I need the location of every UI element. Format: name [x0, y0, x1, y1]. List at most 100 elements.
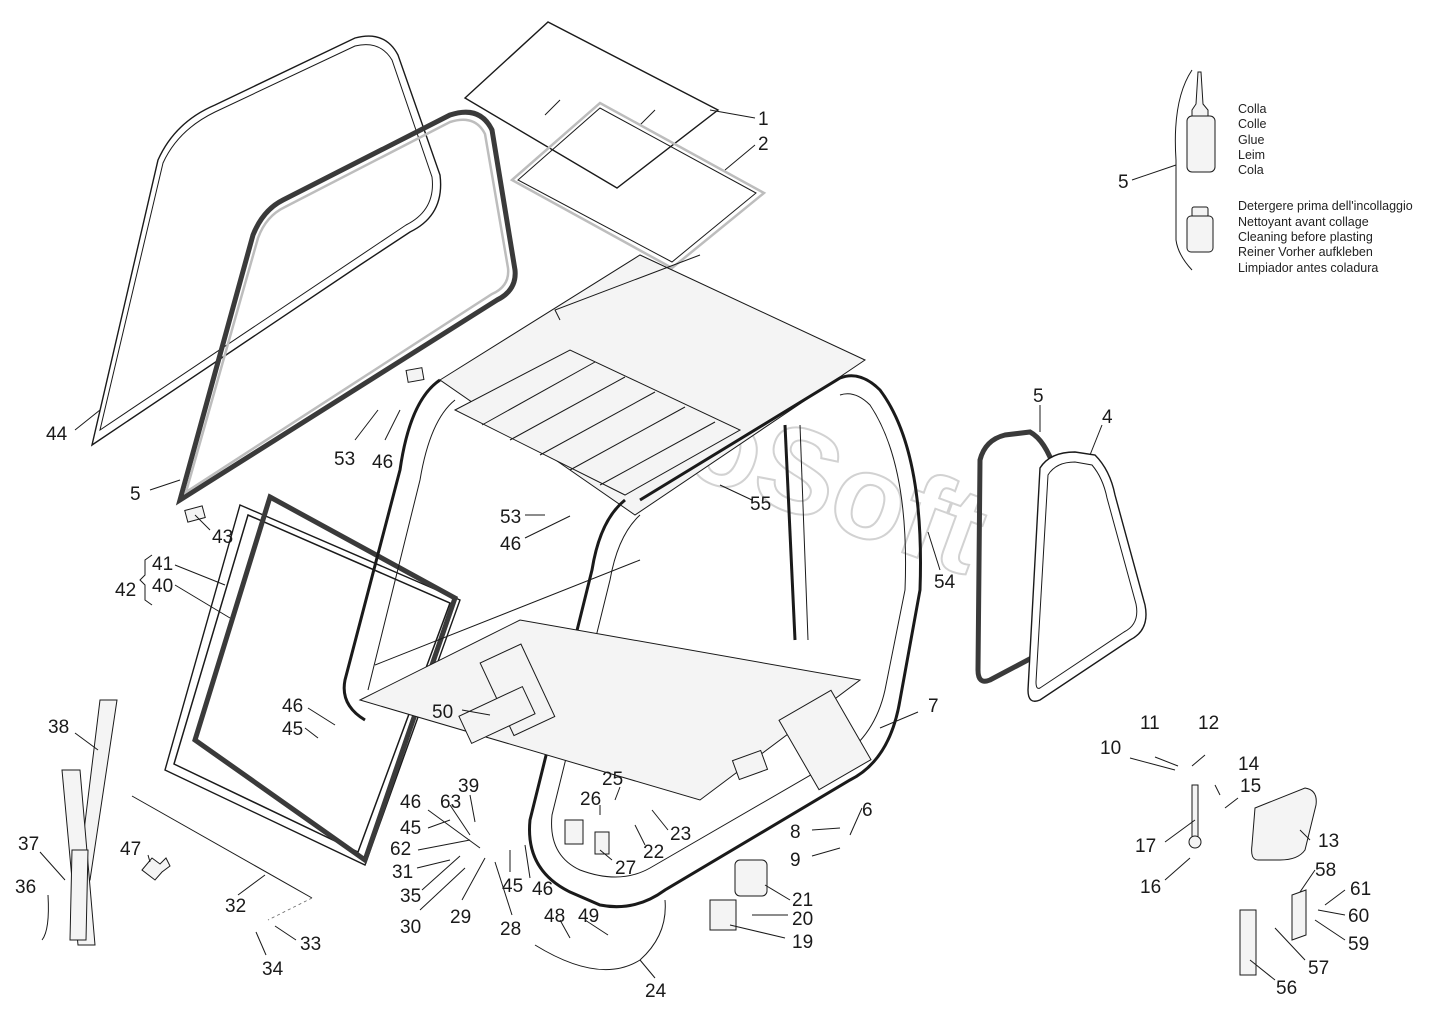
callout-54: 54: [934, 572, 956, 593]
callout-16: 16: [1140, 877, 1161, 898]
glue-label-fr: Colle: [1238, 117, 1267, 131]
cleaner-label-it: Detergere prima dell'incollaggio: [1238, 199, 1413, 213]
callout-46-lower: 46: [500, 534, 521, 555]
callout-34: 34: [262, 959, 284, 980]
bracket-58: [1291, 889, 1307, 941]
callout-17: 17: [1135, 836, 1156, 857]
callout-5-right: 5: [1033, 386, 1044, 407]
callout-53-upper: 53: [334, 449, 355, 470]
callout-4: 4: [1102, 407, 1113, 428]
callout-2: 2: [758, 134, 769, 155]
callout-50: 50: [432, 702, 453, 723]
callout-30: 30: [400, 917, 421, 938]
leader-lines: [39, 109, 1346, 981]
hose-24: [534, 899, 666, 971]
wiper-assembly: [41, 699, 118, 946]
callout-47: 47: [120, 839, 141, 860]
seal-clip-b: [184, 505, 206, 523]
callout-5-left: 5: [130, 484, 141, 505]
door-glass: [164, 493, 461, 866]
callout-6: 6: [862, 800, 873, 821]
callout-21: 21: [792, 890, 813, 911]
callout-39: 39: [458, 776, 479, 797]
callout-15: 15: [1240, 776, 1261, 797]
callout-labels: 1 2 5 4 44 5 43 41 42 40 53 46 53 46 55 …: [15, 109, 1371, 1002]
callout-38: 38: [48, 717, 69, 738]
callout-45-low: 45: [502, 876, 523, 897]
wiper-motor: [141, 857, 171, 881]
callout-44: 44: [46, 424, 68, 445]
callout-60: 60: [1348, 906, 1369, 927]
callout-59: 59: [1348, 934, 1369, 955]
callout-43: 43: [212, 527, 233, 548]
callout-46-low: 46: [532, 879, 553, 900]
roof-seal: [509, 101, 767, 270]
callout-62: 62: [390, 839, 411, 860]
glue-legend: 5 Colla Colle Glue Leim Cola Detergere p…: [1118, 69, 1413, 275]
cleaner-label-es: Limpiador antes coladura: [1238, 261, 1378, 275]
callout-41: 41: [152, 554, 173, 575]
glue-label-de: Leim: [1238, 148, 1265, 162]
glue-label-en: Glue: [1238, 133, 1264, 147]
reservoir-21: [734, 859, 768, 897]
callout-27: 27: [615, 858, 636, 879]
washer-rod: [131, 795, 313, 899]
bracket-56: [1239, 909, 1257, 976]
callout-23: 23: [670, 824, 691, 845]
callout-10: 10: [1100, 738, 1121, 759]
callout-19: 19: [792, 932, 813, 953]
callout-46-upper: 46: [372, 452, 393, 473]
cleaner-label-fr: Nettoyant avant collage: [1238, 215, 1369, 229]
seal-clip-a: [405, 367, 425, 383]
cleaner-label-en: Cleaning before plasting: [1238, 230, 1373, 244]
callout-35: 35: [400, 886, 421, 907]
callout-55: 55: [750, 494, 771, 515]
callout-57: 57: [1308, 958, 1329, 979]
callout-14: 14: [1238, 754, 1260, 775]
callout-46-mid: 46: [400, 792, 421, 813]
callout-32: 32: [225, 896, 246, 917]
roof-glass: [463, 21, 720, 189]
callout-33: 33: [300, 934, 321, 955]
callout-1: 1: [758, 109, 769, 130]
callout-46-door: 46: [282, 696, 303, 717]
callout-24: 24: [645, 981, 667, 1002]
callout-7: 7: [928, 696, 939, 717]
cover-plate-13: [1251, 787, 1317, 861]
left-side-glass: [90, 35, 442, 447]
callout-26: 26: [580, 789, 601, 810]
callout-22: 22: [643, 842, 664, 863]
callout-63: 63: [440, 792, 461, 813]
cleaner-jar-icon: [1186, 206, 1214, 253]
glue-label-es: Cola: [1238, 163, 1264, 177]
callout-12: 12: [1198, 713, 1219, 734]
callout-40: 40: [152, 576, 173, 597]
callout-29: 29: [450, 907, 471, 928]
callout-45-door: 45: [282, 719, 303, 740]
cleaner-label-de: Reiner Vorher aufkleben: [1238, 245, 1373, 259]
right-side-glass: [1027, 451, 1147, 702]
callout-48: 48: [544, 906, 565, 927]
callout-28: 28: [500, 919, 521, 940]
cab-frame: [342, 254, 922, 909]
callout-56: 56: [1276, 978, 1297, 999]
callout-58: 58: [1315, 860, 1336, 881]
glue-label-it: Colla: [1238, 102, 1267, 116]
callout-49: 49: [578, 906, 599, 927]
callout-42: 42: [115, 580, 136, 601]
callout-45-mid: 45: [400, 818, 421, 839]
callout-31: 31: [392, 862, 413, 883]
callout-20: 20: [792, 909, 813, 930]
callout-37: 37: [18, 834, 39, 855]
legend-callout: 5: [1118, 172, 1129, 193]
glue-bottle-icon: [1186, 71, 1216, 173]
callout-13: 13: [1318, 831, 1339, 852]
callout-11: 11: [1140, 713, 1160, 734]
callout-8: 8: [790, 822, 801, 843]
callout-61: 61: [1350, 879, 1371, 900]
callout-9: 9: [790, 850, 801, 871]
callout-53-lower: 53: [500, 507, 521, 528]
rod-17: [1188, 784, 1202, 849]
callout-25: 25: [602, 769, 623, 790]
